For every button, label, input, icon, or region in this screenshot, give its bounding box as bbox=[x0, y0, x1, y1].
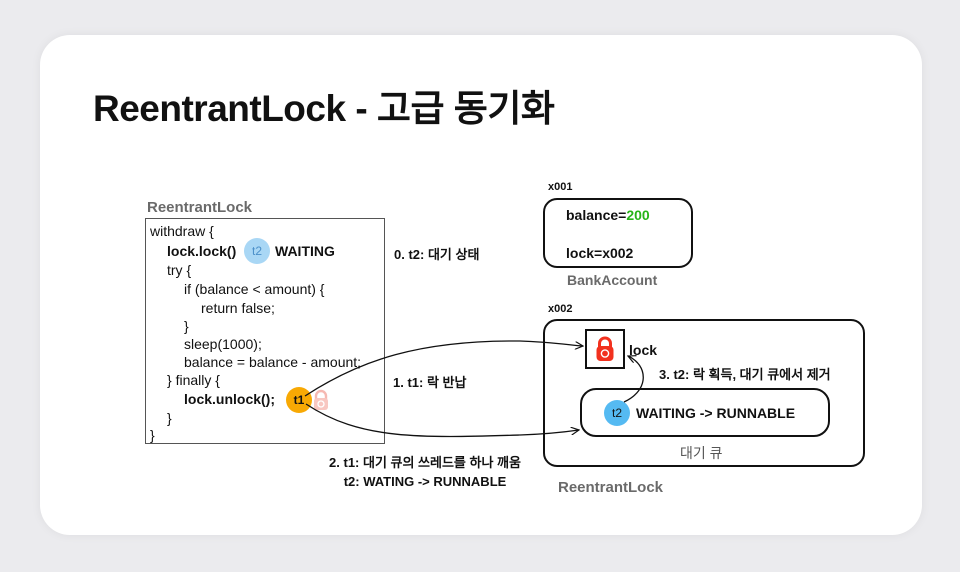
code-line: } finally { bbox=[167, 372, 220, 388]
reentrant-lock-address: x002 bbox=[548, 303, 573, 315]
code-line: return false; bbox=[201, 300, 275, 316]
step-2-label: 2. t1: 대기 큐의 쓰레드를 하나 깨움 t2: WATING -> RU… bbox=[312, 453, 538, 491]
bank-account-caption: BankAccount bbox=[567, 272, 658, 288]
balance-label: balance= bbox=[566, 207, 627, 223]
lock-label: lock bbox=[629, 342, 658, 358]
step-3-label: 3. t2: 락 획득, 대기 큐에서 제거 bbox=[659, 367, 831, 382]
bank-account-box bbox=[543, 198, 693, 268]
code-line: } bbox=[150, 427, 155, 443]
t2-thread-badge: t2 bbox=[604, 400, 630, 426]
balance-field: balance=200 bbox=[566, 207, 650, 223]
code-line: if (balance < amount) { bbox=[184, 281, 325, 297]
released-lock-icon bbox=[314, 389, 328, 410]
code-line-unlock: lock.unlock(); bbox=[184, 391, 276, 407]
wait-queue-box bbox=[580, 388, 830, 437]
wait-queue-caption: 대기 큐 bbox=[680, 445, 723, 461]
reentrant-lock-caption: ReentrantLock bbox=[558, 479, 664, 496]
step-2-line2: t2: WATING -> RUNNABLE bbox=[343, 474, 507, 489]
code-line: balance = balance - amount; bbox=[184, 354, 362, 370]
step-1-label: 1. t1: 락 반납 bbox=[393, 375, 467, 390]
step-0-label: 0. t2: 대기 상태 bbox=[394, 247, 480, 262]
t1-thread-badge: t1 bbox=[286, 387, 312, 413]
code-line: } bbox=[167, 410, 172, 426]
code-line: try { bbox=[167, 262, 192, 278]
code-line: } bbox=[184, 318, 189, 334]
wait-queue-state: WAITING -> RUNNABLE bbox=[636, 405, 796, 421]
t2-state-label: WAITING bbox=[275, 243, 335, 259]
lock-reference-field: lock=x002 bbox=[566, 245, 634, 261]
code-panel-caption: ReentrantLock bbox=[147, 199, 253, 216]
lock-icon bbox=[596, 336, 614, 361]
code-line: withdraw { bbox=[150, 223, 214, 239]
balance-value: 200 bbox=[626, 207, 650, 223]
code-line: sleep(1000); bbox=[184, 336, 262, 352]
lock-box bbox=[585, 329, 625, 369]
code-line-lock: lock.lock() bbox=[167, 243, 237, 259]
t2-thread-badge-faded: t2 bbox=[244, 238, 270, 264]
step-2-line1: 2. t1: 대기 큐의 쓰레드를 하나 깨움 bbox=[329, 455, 521, 470]
page-title: ReentrantLock - 고급 동기화 bbox=[93, 88, 555, 129]
bank-account-address: x001 bbox=[548, 181, 573, 193]
